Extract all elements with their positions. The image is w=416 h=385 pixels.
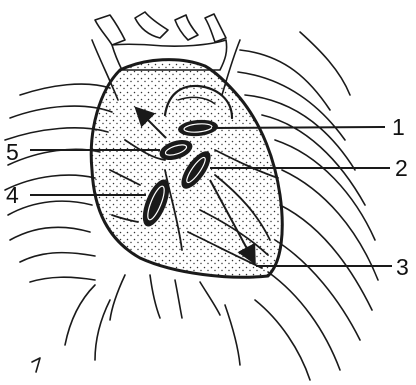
callout-label-3: 3 (396, 254, 409, 280)
callout-label-1: 1 (392, 114, 405, 140)
callout-label-4: 4 (6, 182, 19, 208)
small-mark (32, 358, 40, 372)
callout-label-2: 2 (395, 155, 408, 181)
callout-label-5: 5 (6, 139, 19, 165)
callout-line-1 (212, 127, 385, 128)
lower-sternum (65, 275, 240, 365)
